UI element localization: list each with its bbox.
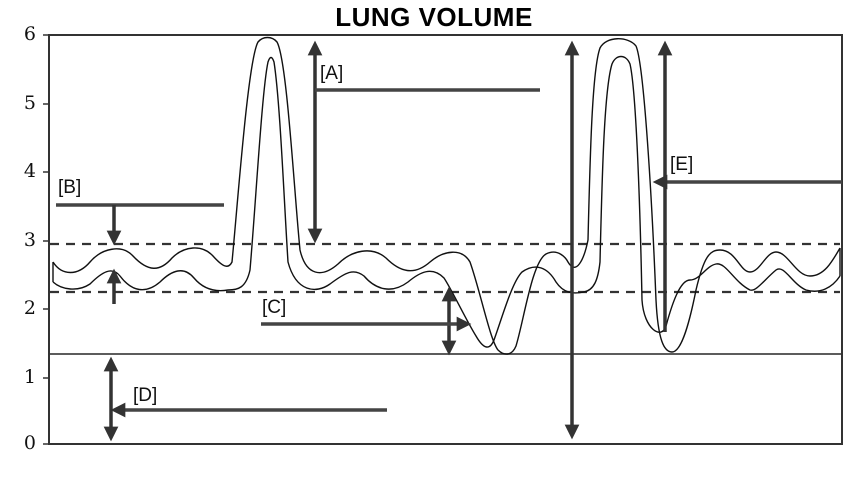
y-tick-label-4: 4: [23, 160, 36, 182]
y-tick-label-5: 5: [23, 92, 36, 114]
plot-frame: [48, 34, 843, 445]
y-tick-label-2: 2: [23, 297, 36, 319]
y-tick-label-0: 0: [23, 432, 36, 454]
volume-trace-inner: [52, 55, 841, 348]
y-axis-ticks: [43, 34, 49, 445]
y-tick-label-1: 1: [23, 366, 36, 388]
marker-a-label: [A]: [320, 63, 344, 84]
annotation-a: [307, 40, 540, 244]
volume-trace-outer: [52, 36, 841, 355]
y-tick-label-6: 6: [23, 23, 36, 45]
annotation-c: [261, 286, 472, 356]
annotation-b: [56, 203, 224, 304]
marker-c-label: [C]: [262, 297, 287, 318]
marker-d-label: [D]: [133, 385, 158, 406]
marker-e-label: [E]: [670, 154, 694, 175]
chart-title: LUNG VOLUME: [335, 2, 533, 32]
marker-b-label: [B]: [58, 177, 82, 198]
y-tick-label-3: 3: [23, 229, 36, 251]
annotation-d: [103, 356, 387, 442]
annotation-e: [652, 40, 842, 332]
